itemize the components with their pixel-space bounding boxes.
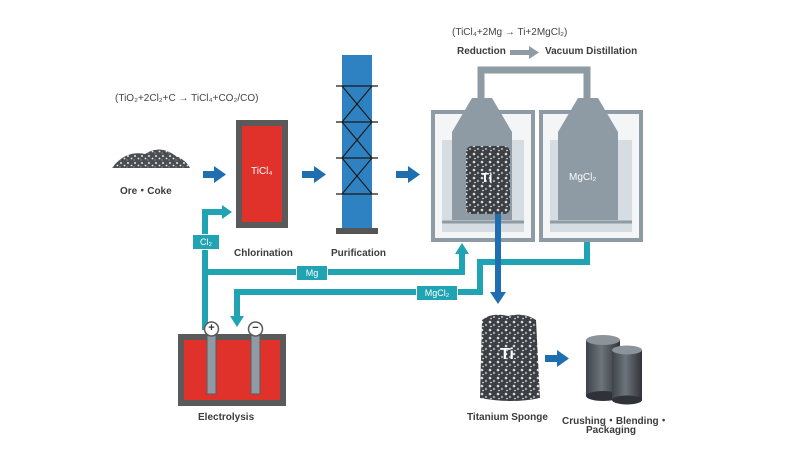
process-arrow-chlorination-to-purification <box>302 166 326 183</box>
ticl4-vessel-label: TiCl₄ <box>251 166 273 177</box>
process-arrow-sponge-to-packaging <box>545 350 569 367</box>
vacuum-distillation-header-label: Vacuum Distillation <box>545 46 638 57</box>
reduction-header-label: Reduction <box>457 46 506 57</box>
titanium-sponge-label: Titanium Sponge <box>467 412 548 423</box>
ore-coke-pile <box>112 149 190 168</box>
mgcl2-flow-tag: MgCl₂ <box>416 285 458 301</box>
purification-label: Purification <box>331 248 387 259</box>
mgcl2-arrowhead <box>230 316 244 327</box>
anode-plus-sign: + <box>208 322 215 334</box>
packaging-barrels <box>586 335 642 405</box>
ti-transfer-arrow <box>490 214 506 304</box>
anode-terminal <box>203 321 220 337</box>
purification-column <box>336 55 378 234</box>
cathode-terminal <box>247 321 264 337</box>
mg-flow-tag: Mg <box>296 265 328 281</box>
sponge-ti-label: Ti <box>500 346 514 363</box>
reduction-to-distillation-arrow <box>510 46 539 59</box>
chlorination-label: Chlorination <box>234 248 293 259</box>
chlorination-equation: (TiO₂+2Cl₂+C → TiCl₄+CO₂/CO) <box>115 93 259 104</box>
crushing-label-line2: Packaging <box>586 425 637 436</box>
chlorination-furnace <box>236 120 288 228</box>
mg-arrowhead <box>455 243 469 254</box>
reduction-equation: (TiCl₄+2Mg → Ti+2MgCl₂) <box>452 27 568 38</box>
cl2-arrowhead <box>222 205 232 219</box>
ore-coke-label: Ore・Coke <box>120 186 172 197</box>
mgcl2-vessel-label: MgCl₂ <box>569 172 597 183</box>
electrolysis-cell <box>178 321 286 406</box>
crushing-label-line1: Crushing・Blending・ <box>562 416 669 427</box>
reduction-distillation-unit <box>431 66 643 242</box>
cathode-minus-sign: − <box>252 322 259 334</box>
electrolysis-label: Electrolysis <box>198 412 255 423</box>
ti-vessel-label: Ti <box>481 170 493 185</box>
process-arrow-purification-to-reduction <box>396 166 420 183</box>
utility-pipes <box>202 209 590 330</box>
process-arrow-ore-to-chlorination <box>203 166 226 183</box>
cl2-flow-tag: Cl₂ <box>192 234 220 250</box>
titanium-sponge-block <box>480 314 540 401</box>
